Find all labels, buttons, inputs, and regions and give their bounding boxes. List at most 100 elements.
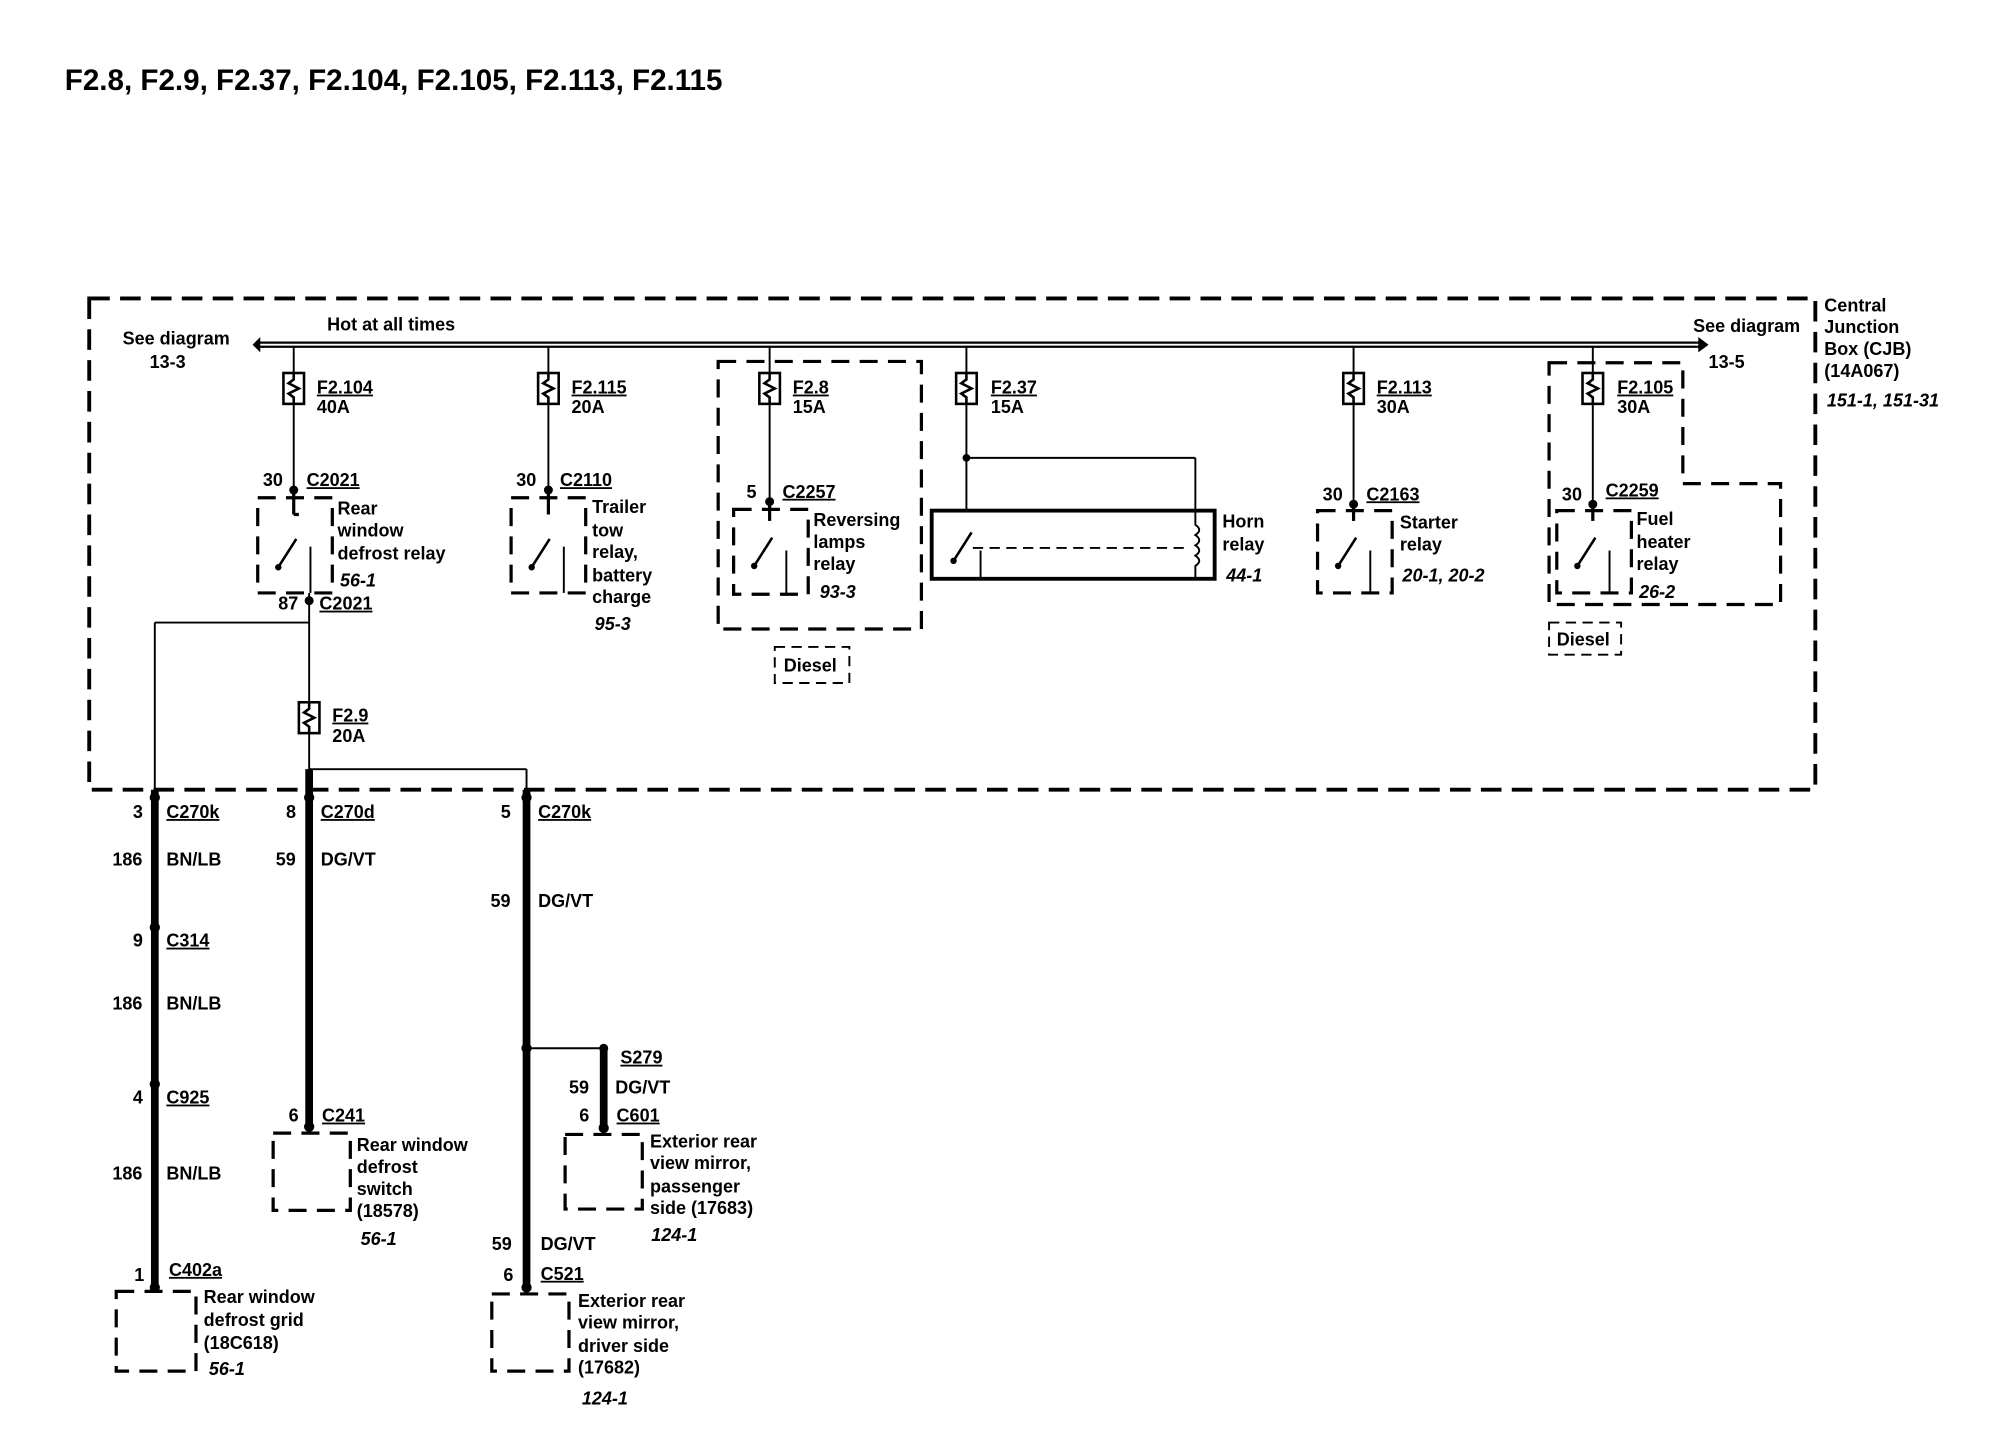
svg-text:56-1: 56-1 — [209, 1359, 245, 1379]
relay-starter-name: Starter — [1400, 513, 1458, 533]
svg-text:C521: C521 — [541, 1264, 584, 1284]
fuse-f2-104 — [282, 371, 306, 406]
svg-text:F2.9: F2.9 — [332, 706, 368, 726]
svg-text:relay: relay — [1637, 554, 1679, 574]
svg-text:S279: S279 — [620, 1048, 662, 1068]
svg-text:13-5: 13-5 — [1709, 352, 1745, 372]
svg-text:F2.115: F2.115 — [572, 378, 627, 398]
svg-text:87: 87 — [278, 594, 298, 614]
branch-rear-defrost: F2.104 40A 30 C2021 Rear window defrost … — [154, 347, 527, 771]
option-diesel-1: Diesel — [784, 655, 837, 675]
svg-text:driver side: driver side — [578, 1336, 669, 1356]
svg-text:5: 5 — [746, 482, 756, 502]
svg-text:6: 6 — [289, 1106, 299, 1126]
svg-text:defrost: defrost — [357, 1157, 418, 1177]
svg-text:6: 6 — [503, 1265, 513, 1285]
svg-text:passenger: passenger — [650, 1176, 740, 1196]
svg-text:C2021: C2021 — [307, 470, 360, 490]
see-diagram-right: See diagram 13-5 — [1693, 316, 1800, 372]
svg-text:DG/VT: DG/VT — [541, 1234, 596, 1254]
svg-text:(17682): (17682) — [578, 1358, 640, 1378]
svg-text:(14A067): (14A067) — [1824, 361, 1899, 381]
svg-text:C2163: C2163 — [1366, 484, 1419, 504]
svg-text:side (17683): side (17683) — [650, 1198, 753, 1218]
svg-text:20-1, 20-2: 20-1, 20-2 — [1401, 565, 1484, 585]
svg-text:DG/VT: DG/VT — [321, 850, 376, 870]
svg-text:C601: C601 — [617, 1106, 660, 1126]
svg-text:view mirror,: view mirror, — [650, 1153, 751, 1173]
svg-text:15A: 15A — [991, 397, 1024, 417]
svg-text:view mirror,: view mirror, — [578, 1313, 679, 1333]
svg-text:Junction: Junction — [1824, 317, 1899, 337]
branch-fuel-heater: F2.105 30A 30 C2259 Fuel heater relay 26… — [1547, 347, 1783, 656]
circuit-defrost-grid: 3 C270k 186 BN/LB 9 C314 186 BN/LB 4 C92… — [112, 622, 316, 1379]
svg-text:26-2: 26-2 — [1638, 582, 1675, 602]
relay-reversing-name: Reversing — [813, 510, 900, 530]
svg-text:95-3: 95-3 — [595, 614, 631, 634]
component-mirror-passenger: Exterior rear — [650, 1131, 757, 1151]
svg-text:C2021: C2021 — [319, 594, 372, 614]
svg-text:186: 186 — [112, 850, 142, 870]
svg-text:Box (CJB): Box (CJB) — [1824, 339, 1911, 359]
svg-text:30A: 30A — [1377, 397, 1410, 417]
svg-text:defrost relay: defrost relay — [337, 544, 445, 564]
fuse-f2-8 — [758, 371, 782, 406]
svg-text:30A: 30A — [1617, 397, 1650, 417]
svg-text:C270d: C270d — [321, 802, 375, 822]
svg-text:59: 59 — [276, 850, 296, 870]
svg-text:20A: 20A — [332, 726, 365, 746]
svg-text:186: 186 — [112, 1163, 142, 1183]
branch-horn: F2.37 15A Horn relay 44-1 — [929, 347, 1264, 585]
svg-text:15A: 15A — [793, 397, 826, 417]
circuit-defrost-switch: 8 C270d 59 DG/VT 6 C241 Rear window defr… — [271, 769, 469, 1249]
svg-text:defrost grid: defrost grid — [204, 1310, 304, 1330]
circuit-mirrors: 5 C270k 59 DG/VT S279 59 DG/VT 6 C601 Ex… — [490, 769, 757, 1409]
svg-text:1: 1 — [134, 1265, 144, 1285]
svg-text:relay,: relay, — [592, 542, 638, 562]
svg-text:40A: 40A — [317, 397, 350, 417]
svg-text:4: 4 — [133, 1088, 143, 1108]
svg-text:13-3: 13-3 — [150, 352, 186, 372]
svg-text:relay: relay — [813, 554, 855, 574]
svg-text:relay: relay — [1400, 535, 1442, 555]
svg-text:30: 30 — [516, 470, 536, 490]
svg-text:124-1: 124-1 — [651, 1225, 697, 1245]
svg-text:charge: charge — [592, 587, 651, 607]
svg-text:30: 30 — [1323, 484, 1343, 504]
svg-text:BN/LB: BN/LB — [166, 1163, 221, 1183]
svg-text:9: 9 — [133, 931, 143, 951]
relay-fuel-heater-name: Fuel — [1637, 509, 1674, 529]
svg-text:30: 30 — [1562, 484, 1582, 504]
svg-text:DG/VT: DG/VT — [615, 1077, 670, 1097]
svg-text:See diagram: See diagram — [1693, 316, 1800, 336]
svg-text:30: 30 — [263, 470, 283, 490]
svg-text:C2110: C2110 — [560, 470, 612, 490]
svg-text:See diagram: See diagram — [123, 329, 230, 349]
svg-text:C2259: C2259 — [1606, 480, 1659, 500]
svg-text:window: window — [336, 520, 404, 540]
svg-text:20A: 20A — [572, 397, 605, 417]
svg-text:C2257: C2257 — [782, 482, 835, 502]
branch-trailer-tow: F2.115 20A 30 C2110 Trailer tow relay, b… — [509, 347, 652, 634]
component-defrost-switch: Rear window — [357, 1135, 469, 1155]
svg-text:C402a: C402a — [169, 1260, 223, 1280]
option-diesel-2: Diesel — [1557, 630, 1610, 650]
relay-trailer-tow-name: Trailer — [592, 497, 646, 517]
svg-text:DG/VT: DG/VT — [538, 891, 593, 911]
svg-text:3: 3 — [133, 802, 143, 822]
svg-text:lamps: lamps — [813, 532, 865, 552]
relay-horn-name: Horn — [1222, 511, 1264, 531]
svg-text:5: 5 — [501, 802, 511, 822]
branch-starter: F2.113 30A 30 C2163 Starter relay 20-1, … — [1315, 347, 1485, 595]
svg-text:C270k: C270k — [166, 802, 220, 822]
svg-text:F2.104: F2.104 — [317, 378, 373, 398]
fuse-f2-37 — [954, 371, 978, 406]
svg-text:tow: tow — [592, 520, 624, 540]
svg-text:186: 186 — [112, 994, 142, 1014]
svg-text:C241: C241 — [322, 1106, 365, 1126]
svg-text:6: 6 — [579, 1106, 589, 1126]
hot-bus — [252, 336, 1709, 353]
svg-text:heater: heater — [1637, 532, 1691, 552]
fuse-f2-9 — [297, 700, 321, 735]
